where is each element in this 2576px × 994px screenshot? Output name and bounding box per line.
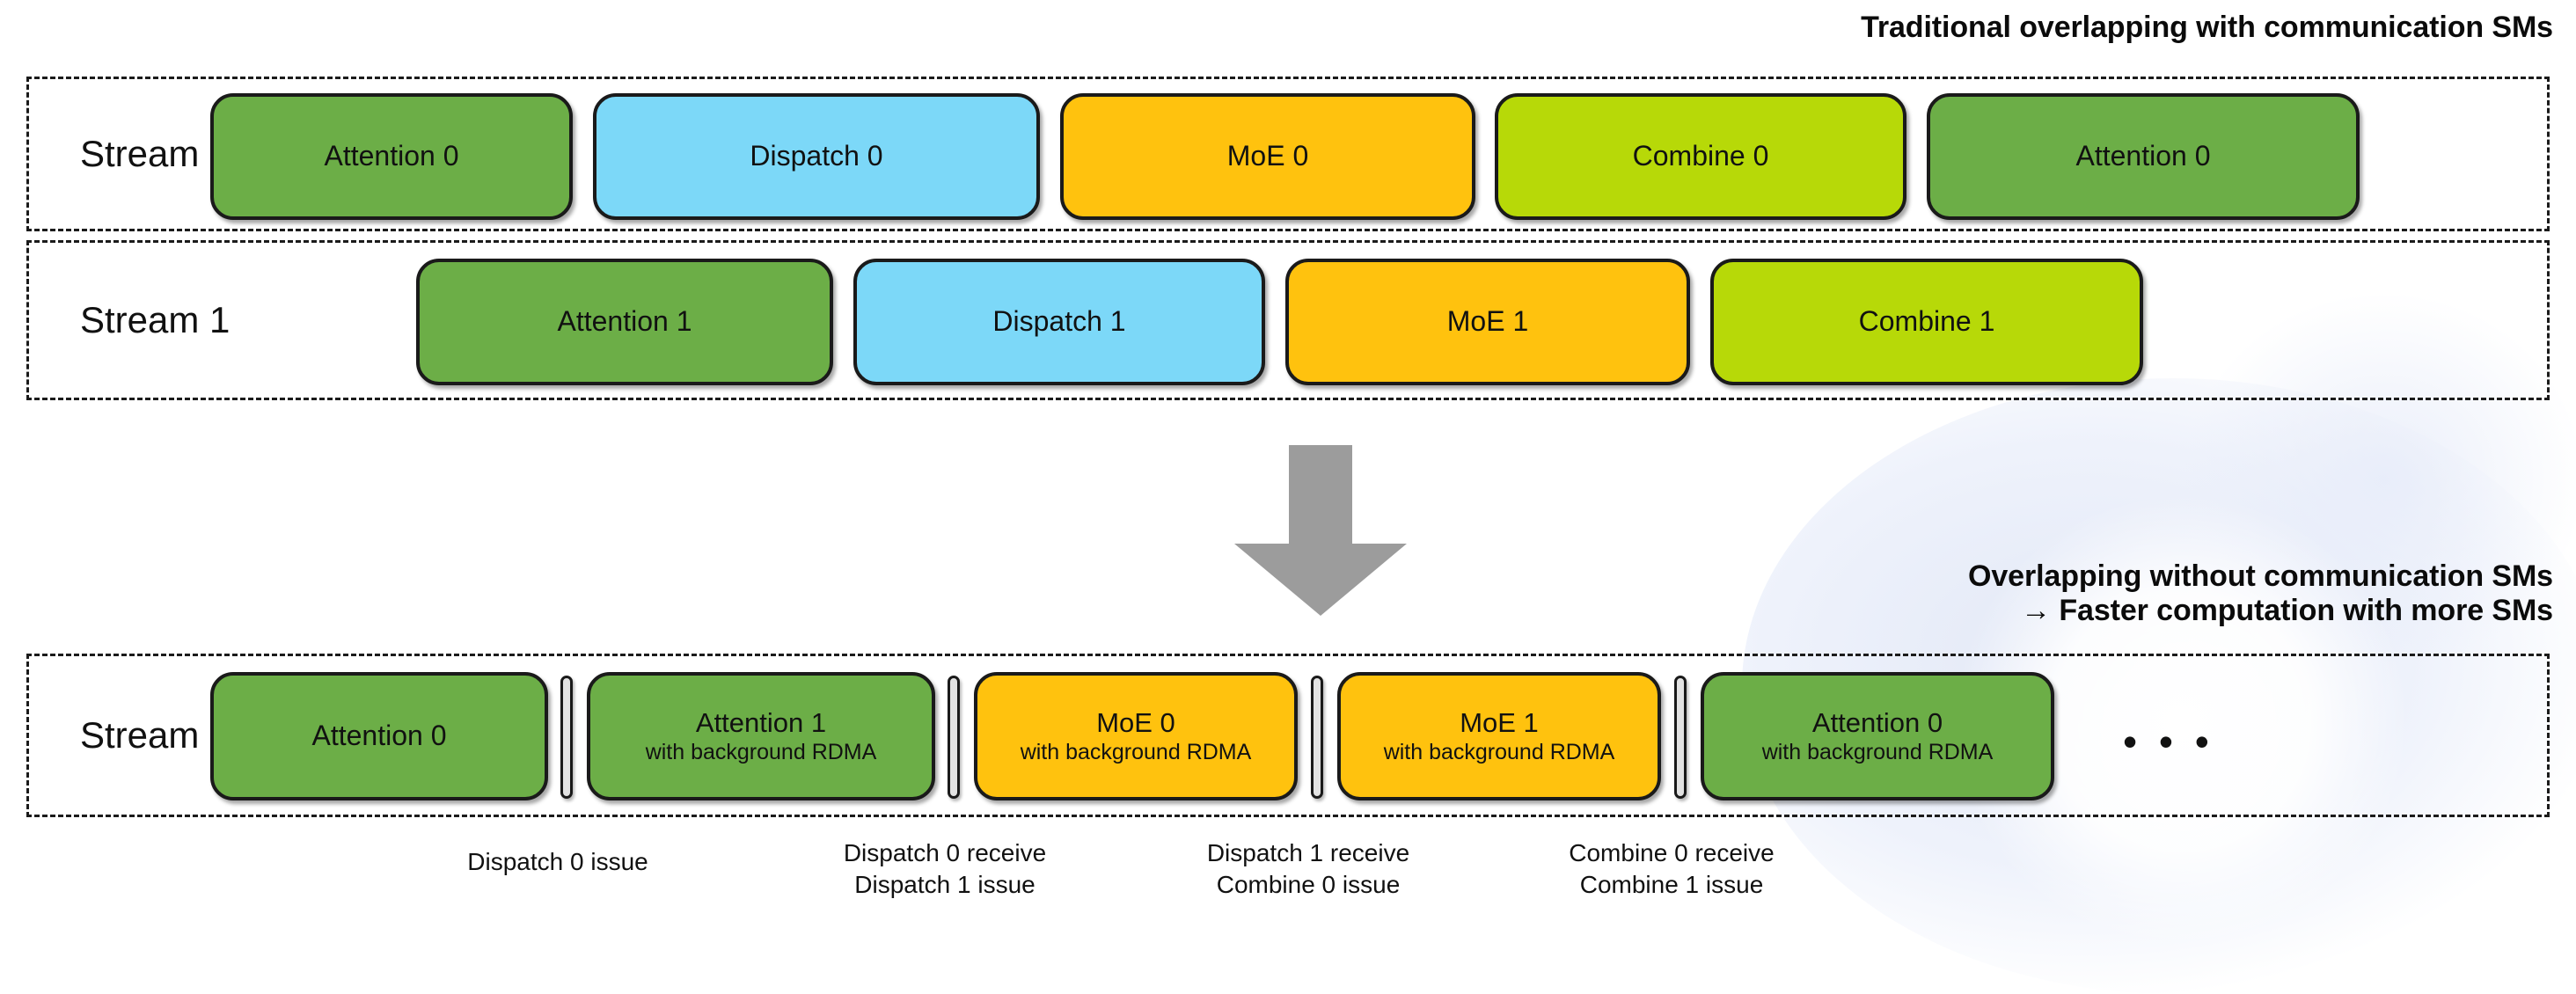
timeline-note-2: Dispatch 0 receive Dispatch 1 issue — [843, 839, 1047, 899]
optimized-title-line1: Overlapping without communication SMs — [1967, 559, 2553, 593]
optimized-title-line2: → Faster computation with more SMs — [2021, 593, 2553, 627]
task-box-title: Attention 1 — [695, 706, 827, 738]
continuation-ellipsis: • • • — [2123, 719, 2214, 764]
task-box-title: Attention 0 — [1811, 706, 1943, 738]
task-box-title: Dispatch 1 — [992, 305, 1126, 338]
stage-separator-bar — [560, 676, 573, 799]
task-box-title: Dispatch 0 — [750, 140, 883, 172]
task-box-title: Attention 0 — [311, 720, 447, 752]
stream-1-lane: Attention 1 Dispatch 1 MoE 1 Combine 1 — [29, 243, 2547, 398]
stage-separator-bar — [948, 676, 960, 799]
task-box-moe-0: MoE 0 — [1060, 93, 1475, 220]
task-box-combine-0: Combine 0 — [1495, 93, 1906, 220]
optimized-section-title: Overlapping without communication SMs→ F… — [1968, 559, 2553, 628]
stage-separator-bar — [1674, 676, 1687, 799]
task-box-title: Combine 1 — [1858, 305, 1995, 338]
task-box-title: MoE 1 — [1446, 305, 1529, 338]
down-arrow-icon — [1234, 445, 1407, 616]
stream-0-track: Stream 0 Attention 0 Dispatch 0 MoE 0 Combi… — [26, 77, 2550, 231]
task-box-attention-0: Attention 0 — [210, 672, 548, 800]
task-box-subtitle: with background RDMA — [645, 739, 877, 764]
task-box-title: MoE 0 — [1226, 140, 1309, 172]
task-box-title: MoE 1 — [1460, 706, 1539, 738]
task-box-subtitle: with background RDMA — [1761, 739, 1994, 764]
task-box-title: Attention 0 — [324, 140, 459, 172]
task-box-attention-0: Attention 0 — [1927, 93, 2360, 220]
stream-1-label: Stream 1 — [80, 299, 231, 340]
task-box-dispatch-1: Dispatch 1 — [853, 259, 1265, 385]
task-box-subtitle: with background RDMA — [1383, 739, 1615, 764]
task-box-title: Attention 0 — [2075, 140, 2211, 172]
stream-0-label: Stream 0 — [80, 133, 231, 174]
diagram-canvas: Traditional overlapping with communicati… — [26, 11, 2576, 994]
task-box-subtitle: with background RDMA — [1020, 739, 1252, 764]
timeline-note-4: Combine 0 receive Combine 1 issue — [1569, 839, 1775, 899]
stream-0-lane: Attention 0 Dispatch 0 MoE 0 Combine 0 Atten… — [29, 79, 2547, 229]
optimized-stream-label: Stream 0 — [80, 714, 231, 756]
task-box-combine-1: Combine 1 — [1710, 259, 2143, 385]
stage-separator-bar — [1311, 676, 1323, 799]
timeline-note-1: Dispatch 0 issue — [467, 848, 648, 875]
task-box-moe-1: MoE 1 — [1285, 259, 1690, 385]
task-box-title: Combine 0 — [1632, 140, 1769, 172]
traditional-section-title: Traditional overlapping with communicati… — [1861, 11, 2553, 44]
stream-1-track: Stream 1 Attention 1 Dispatch 1 MoE 1 Combi… — [26, 240, 2550, 400]
task-box-attention-1: Attention 1 — [416, 259, 833, 385]
timeline-note-3: Dispatch 1 receive Combine 0 issue — [1206, 839, 1410, 899]
task-box-attention-0: Attention 0 — [210, 93, 573, 220]
task-box-dispatch-0: Dispatch 0 — [593, 93, 1040, 220]
task-box-title: Attention 1 — [557, 305, 692, 338]
task-box-title: MoE 0 — [1096, 706, 1175, 738]
